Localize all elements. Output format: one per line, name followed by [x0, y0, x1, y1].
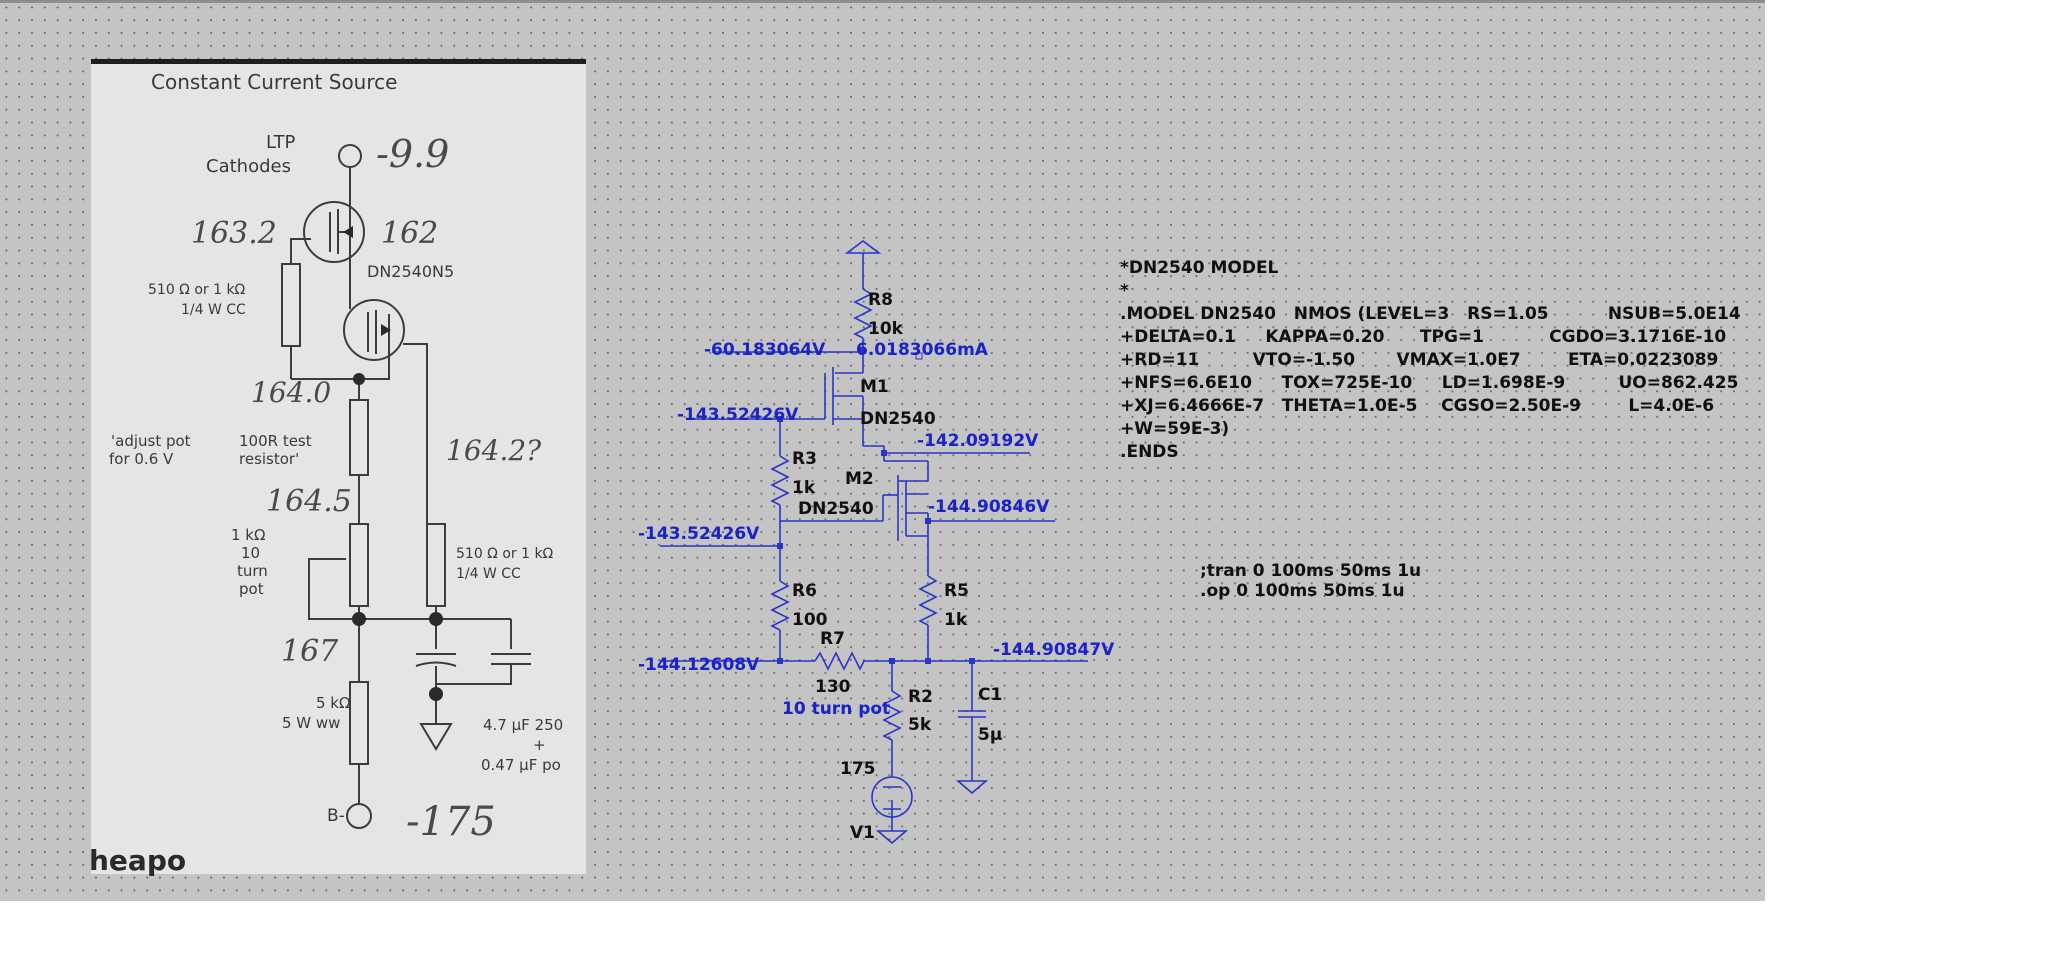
c1-name[interactable]: C1 — [978, 685, 1003, 705]
photo-res5k-label-1: 5 kΩ — [316, 694, 351, 712]
op-v-m2-drain[interactable]: -142.09192V — [917, 431, 1039, 451]
m2-model[interactable]: DN2540 — [798, 499, 874, 519]
directive-op: .op 0 100ms 50ms 1u — [1200, 581, 1405, 601]
r2-note[interactable]: 10 turn pot — [782, 699, 891, 719]
v1-value[interactable]: 175 — [840, 759, 876, 779]
photo-cap-label-1: 4.7 µF 250 — [483, 716, 564, 734]
r6-name[interactable]: R6 — [792, 581, 817, 601]
op-v-output[interactable]: -144.90847V — [993, 640, 1115, 660]
op-v-m1-gate[interactable]: -143.52426V — [677, 405, 799, 425]
model-line: +W=59E-3) — [1120, 419, 1230, 439]
photo-hw-gate-upper: 163.2 — [191, 216, 277, 251]
r3-name[interactable]: R3 — [792, 449, 817, 469]
directive-tran: ;tran 0 100ms 50ms 1u — [1200, 561, 1422, 581]
r6-value[interactable]: 100 — [792, 610, 828, 630]
schematic-wiring[interactable] — [0, 1, 1765, 901]
model-line: .MODEL DN2540 NMOS (LEVEL=3 RS=1.05 NSUB… — [1120, 304, 1741, 324]
model-line: +NFS=6.6E10 TOX=725E-10 LD=1.698E-9 UO=8… — [1120, 373, 1739, 393]
photo-pot-label-1: 1 kΩ — [231, 526, 266, 544]
r6-resistor-symbol — [770, 580, 790, 631]
r5-value[interactable]: 1k — [944, 610, 968, 630]
photo-res-label-a1: 510 Ω or 1 kΩ — [148, 282, 246, 298]
model-line: +XJ=6.4666E-7 THETA=1.0E-5 CGSO=2.50E-9 … — [1120, 396, 1715, 416]
photo-res-label-a2: 1/4 W CC — [181, 302, 246, 318]
c1-ground-icon — [955, 780, 989, 795]
photo-res5k-label-2: 5 W ww — [282, 714, 341, 732]
photo-adjust-note-2: for 0.6 V — [109, 450, 174, 468]
photo-res-label-b1: 510 Ω or 1 kΩ — [456, 546, 554, 562]
r3-resistor-symbol — [770, 455, 790, 506]
photo-pot-label-2: 10 — [241, 544, 261, 562]
photo-test-note-2: resistor' — [239, 450, 300, 468]
r5-name[interactable]: R5 — [944, 581, 969, 601]
photo-cap-label-2: + — [533, 736, 546, 754]
photo-pot-label-4: pot — [239, 580, 264, 598]
r2-name[interactable]: R2 — [908, 687, 933, 707]
model-line: * — [1120, 281, 1129, 301]
photo-hw-bottom-voltage: -175 — [406, 799, 496, 845]
photo-part-label: DN2540N5 — [367, 262, 455, 281]
photo-hw-node-pot: 164.5 — [266, 484, 352, 519]
m1-mosfet-symbol — [780, 361, 864, 425]
m2-mosfet-symbol — [780, 453, 1055, 541]
photo-cathodes-label: Cathodes — [206, 156, 291, 177]
reference-photo[interactable]: Constant Current Source LTP Cathodes -9.… — [89, 59, 586, 877]
r8-resistor-symbol — [853, 288, 873, 339]
m2-name[interactable]: M2 — [845, 469, 874, 489]
photo-bminus-label: B- — [327, 806, 345, 826]
r7-value[interactable]: 130 — [815, 677, 851, 697]
model-line: .ENDS — [1120, 442, 1179, 462]
op-v-m2-gate-node[interactable]: -143.52426V — [638, 524, 760, 544]
op-v-r6-bottom[interactable]: -144.12608V — [638, 655, 760, 675]
r3-value[interactable]: 1k — [792, 478, 816, 498]
op-v-r8-bottom[interactable]: -60.183064V — [704, 340, 826, 360]
photo-test-note-1: 100R test — [239, 432, 312, 450]
photo-ltp-label: LTP — [266, 132, 296, 153]
r7-resistor-symbol — [814, 651, 865, 671]
photo-res-label-b2: 1/4 W CC — [456, 566, 521, 582]
c1-value[interactable]: 5µ — [978, 725, 1003, 745]
photo-hw-node-right: 164.2? — [446, 434, 542, 467]
r7-name[interactable]: R7 — [820, 629, 845, 649]
model-line: +DELTA=0.1 KAPPA=0.20 TPG=1 CGDO=3.1716E… — [1120, 327, 1727, 347]
op-v-m2-source[interactable]: -144.90846V — [928, 497, 1050, 517]
r2-value[interactable]: 5k — [908, 715, 932, 735]
reference-photo-drawing — [281, 144, 531, 829]
r8-value[interactable]: 10k — [868, 319, 903, 339]
window-top-border — [0, 1, 1765, 3]
photo-title: Constant Current Source — [151, 70, 398, 94]
model-line: *DN2540 MODEL — [1120, 258, 1279, 278]
vcc-flag-icon — [844, 240, 882, 254]
op-i-r8[interactable]: 6.0183066mA — [856, 340, 988, 360]
photo-caption-fragment: heapo — [89, 844, 187, 877]
r8-name[interactable]: R8 — [868, 290, 893, 310]
m1-name[interactable]: M1 — [860, 377, 889, 397]
m1-model[interactable]: DN2540 — [860, 409, 936, 429]
photo-hw-node-mid: 164.0 — [251, 376, 332, 409]
photo-hw-node-low: 167 — [281, 634, 339, 669]
v1-ground-icon — [875, 830, 909, 845]
photo-hw-top-voltage: -9.9 — [376, 132, 450, 176]
photo-pot-label-3: turn — [237, 562, 268, 580]
photo-hw-source-upper: 162 — [381, 216, 439, 251]
r2-resistor-symbol — [882, 690, 902, 741]
spice-model-text[interactable]: *DN2540 MODEL * .MODEL DN2540 NMOS (LEVE… — [1120, 257, 1741, 464]
photo-cap-label-3: 0.47 µF po — [481, 756, 561, 774]
schematic-canvas[interactable]: Constant Current Source LTP Cathodes -9.… — [0, 0, 1765, 901]
model-line: +RD=11 VTO=-1.50 VMAX=1.0E7 ETA=0.022308… — [1120, 350, 1719, 370]
v1-name[interactable]: V1 — [850, 823, 875, 843]
simulation-directives[interactable]: ;tran 0 100ms 50ms 1u .op 0 100ms 50ms 1… — [1200, 561, 1421, 601]
r5-resistor-symbol — [918, 575, 938, 626]
photo-adjust-note-1: 'adjust pot — [111, 432, 191, 450]
current-probe-icon — [915, 352, 923, 360]
